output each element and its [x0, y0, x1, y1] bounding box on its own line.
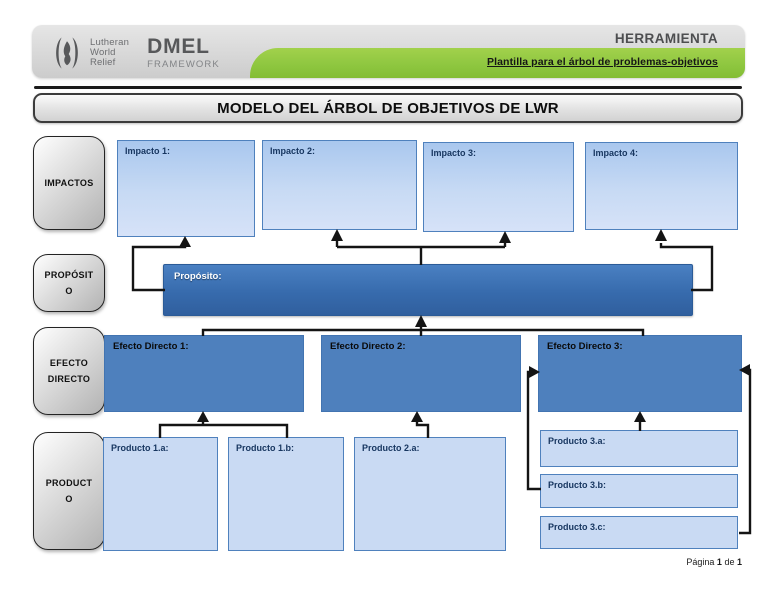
lwr-logo: Lutheran World Relief DMEL FRAMEWORK — [50, 34, 270, 72]
impacto-2-label: Impacto 2: — [270, 146, 316, 156]
producto-2a-box[interactable]: Producto 2.a: — [354, 437, 506, 551]
proposito-box[interactable]: Propósito: — [163, 264, 693, 316]
producto-3c-box[interactable]: Producto 3.c: — [540, 516, 738, 549]
plantilla-link[interactable]: Plantilla para el árbol de problemas-obj… — [487, 56, 718, 68]
efecto-directo-2-box[interactable]: Efecto Directo 2: — [321, 335, 521, 412]
header-section-title: HERRAMIENTA — [614, 31, 718, 46]
producto-3c-label: Producto 3.c: — [548, 522, 606, 532]
efecto-directo-2-label: Efecto Directo 2: — [330, 341, 406, 352]
impacto-4-label: Impacto 4: — [593, 148, 639, 158]
green-banner — [250, 48, 745, 78]
impacto-3-label: Impacto 3: — [431, 148, 477, 158]
producto-1b-label: Producto 1.b: — [236, 443, 294, 453]
lwr-flame-icon — [56, 37, 78, 69]
title-bar: MODELO DEL ÁRBOL DE OBJETIVOS DE LWR — [33, 93, 743, 123]
header-divider — [34, 86, 742, 89]
header-bar: Lutheran World Relief DMEL FRAMEWORK HER… — [32, 25, 745, 78]
producto-1b-box[interactable]: Producto 1.b: — [228, 437, 344, 551]
efecto-directo-3-box[interactable]: Efecto Directo 3: — [538, 335, 742, 412]
proposito-label: Propósito: — [174, 271, 222, 282]
dmel-brand-text: DMEL — [147, 35, 210, 58]
dmel-framework-text: FRAMEWORK — [147, 59, 220, 70]
producto-1a-label: Producto 1.a: — [111, 443, 169, 453]
efecto-directo-1-box[interactable]: Efecto Directo 1: — [104, 335, 304, 412]
row-label-impactos: IMPACTOS — [33, 136, 105, 230]
producto-3b-box[interactable]: Producto 3.b: — [540, 474, 738, 508]
producto-3a-label: Producto 3.a: — [548, 436, 606, 446]
producto-2a-label: Producto 2.a: — [362, 443, 420, 453]
efecto-directo-3-label: Efecto Directo 3: — [547, 341, 623, 352]
dmel-logo: DMEL FRAMEWORK — [147, 36, 220, 70]
impacto-3-box[interactable]: Impacto 3: — [423, 142, 574, 232]
producto-1a-box[interactable]: Producto 1.a: — [103, 437, 218, 551]
page-number: Página 1 de 1 — [686, 557, 742, 567]
impacto-4-box[interactable]: Impacto 4: — [585, 142, 738, 230]
impacto-1-label: Impacto 1: — [125, 146, 171, 156]
lwr-org-name: Lutheran World Relief — [90, 36, 130, 69]
impacto-1-box[interactable]: Impacto 1: — [117, 140, 255, 237]
impacto-2-box[interactable]: Impacto 2: — [262, 140, 417, 230]
producto-3a-box[interactable]: Producto 3.a: — [540, 430, 738, 467]
producto-3b-label: Producto 3.b: — [548, 480, 606, 490]
page-title: MODELO DEL ÁRBOL DE OBJETIVOS DE LWR — [217, 99, 559, 117]
efecto-directo-1-label: Efecto Directo 1: — [113, 341, 189, 352]
